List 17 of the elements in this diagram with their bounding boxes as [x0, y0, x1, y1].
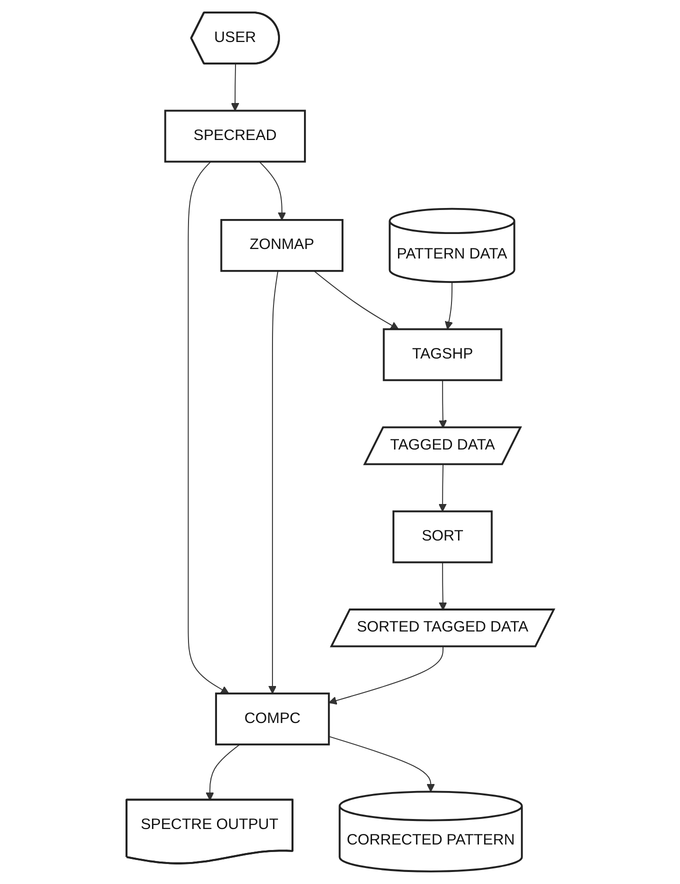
node-box: TAGSHP [382, 328, 502, 382]
node-box: COMPC [214, 692, 330, 746]
arrow [313, 270, 399, 330]
arrow [230, 64, 240, 112]
arrow [328, 646, 444, 705]
arrow [438, 562, 447, 610]
arrow [188, 161, 229, 694]
arrow [438, 464, 447, 512]
arrow [206, 744, 240, 801]
node-box: ZONMAP [220, 219, 344, 272]
arrow [268, 270, 278, 694]
node-box: SPECREAD [164, 110, 306, 163]
arrow [444, 282, 453, 330]
arrow [258, 161, 286, 220]
node-box: SORT [392, 510, 492, 564]
arrow [438, 380, 447, 428]
arrow [328, 736, 435, 792]
